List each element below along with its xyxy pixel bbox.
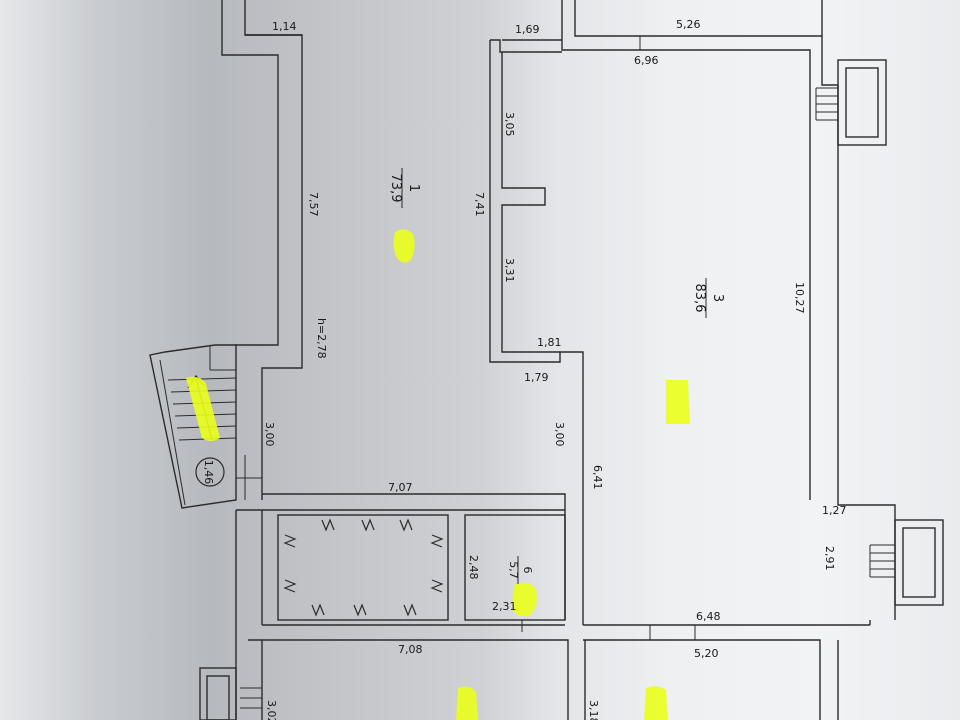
dim-10-27: 10,27 <box>793 282 806 314</box>
entry-steps-top-right <box>815 59 887 146</box>
dim-6-41: 6,41 <box>591 465 604 490</box>
dim-3-31: 3,31 <box>503 258 516 283</box>
dim-5-20: 5,20 <box>694 647 719 660</box>
dim-3-02: 3,02 <box>265 700 278 720</box>
storage-hatching <box>283 518 444 617</box>
dim-3-00-left: 3,00 <box>263 422 276 447</box>
dim-3-18: 3,18 <box>587 700 600 720</box>
dim-1-14: 1,14 <box>272 20 297 33</box>
room-3-number: 3 <box>710 294 725 302</box>
dim-2-48: 2,48 <box>467 555 480 580</box>
dim-1-69: 1,69 <box>515 23 540 36</box>
room-6-area: 5,7 <box>507 561 520 579</box>
dim-7-08: 7,08 <box>398 643 423 656</box>
dim-7-41: 7,41 <box>473 192 486 217</box>
room-6-number: 6 <box>521 567 534 574</box>
dim-3-00-right: 3,00 <box>553 422 566 447</box>
dim-2-31: 2,31 <box>492 600 517 613</box>
staircase-marker-circle <box>195 457 225 487</box>
dim-1-27: 1,27 <box>822 504 847 517</box>
dim-5-26: 5,26 <box>676 18 701 31</box>
entry-steps-bottom-right <box>869 519 944 606</box>
dim-6-48: 6,48 <box>696 610 721 623</box>
entry-steps-bottom-left <box>199 667 262 720</box>
dim-6-96: 6,96 <box>634 54 659 67</box>
room-3-area: 83,6 <box>692 284 707 313</box>
dim-2-91: 2,91 <box>823 546 836 571</box>
staircase-marker-label: 1,46 <box>202 460 215 485</box>
room-1-area: 73,9 <box>388 174 403 203</box>
highlighter-marks <box>186 229 690 720</box>
dim-3-05: 3,05 <box>503 112 516 137</box>
room-1-number: 1 <box>406 184 421 192</box>
dim-h-2-78: h=2,78 <box>315 318 328 359</box>
dim-7-57: 7,57 <box>307 192 320 217</box>
dim-1-81: 1,81 <box>537 336 562 349</box>
dim-1-79: 1,79 <box>524 371 549 384</box>
dim-7-07: 7,07 <box>388 481 413 494</box>
